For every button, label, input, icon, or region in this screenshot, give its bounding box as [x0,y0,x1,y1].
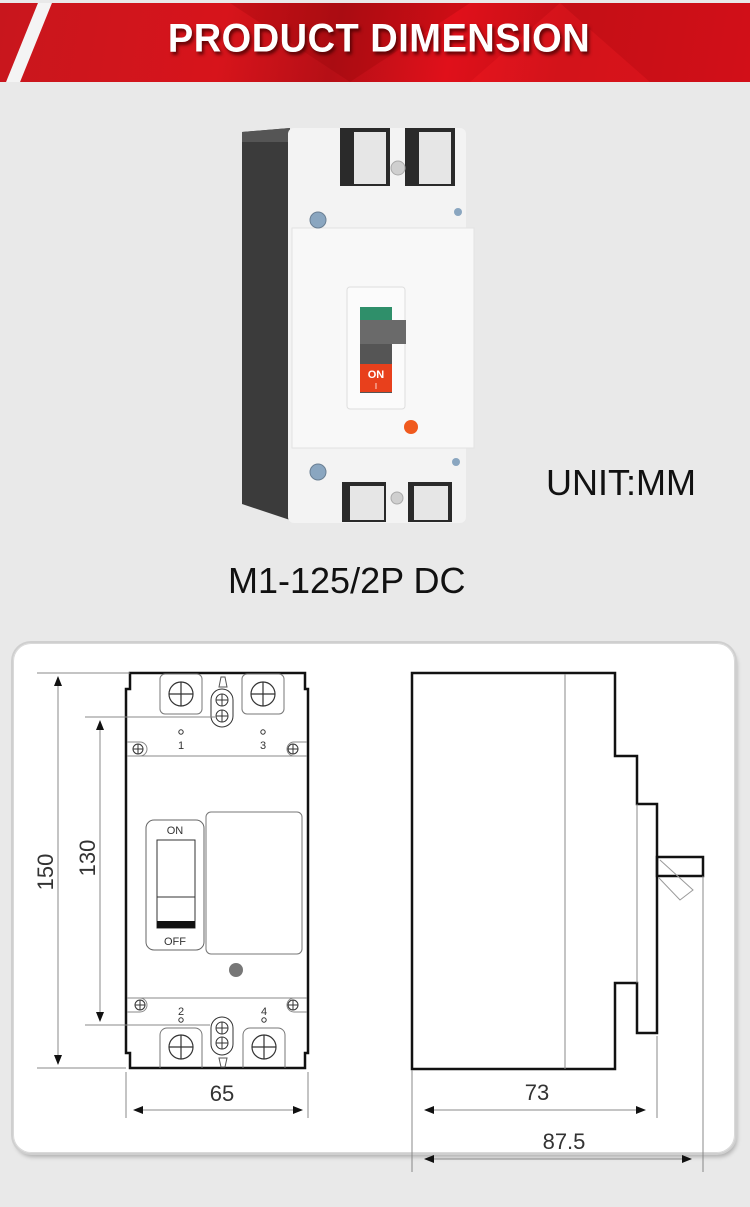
dim-depth-body: 73 [525,1080,549,1105]
banner-facet [470,3,650,82]
switch-on-label: ON [368,369,385,381]
unit-label: UNIT:MM [546,462,696,503]
dim-height-total: 150 [33,854,58,891]
dim-depth-total: 87.5 [543,1129,586,1154]
header-banner: PRODUCT DIMENSION [0,3,750,82]
side-dimensions: 73 87.5 [411,1036,704,1172]
front-view: 1 3 ON OFF 2 4 [124,671,310,1070]
switch-sub-label: I [375,382,377,391]
switch-handle [360,364,392,392]
dim-height-mounting: 130 [75,840,100,877]
terminal-label-2: 2 [178,1006,184,1018]
indicator-light [404,420,418,434]
dim-width: 65 [210,1081,234,1106]
model-label: M1-125/2P DC [228,560,466,601]
product-photo: ON I [242,128,475,523]
banner-title: PRODUCT DIMENSION [167,16,591,62]
side-view [410,671,705,1118]
switch-on-text: ON [167,825,184,837]
terminal-label-4: 4 [261,1006,267,1018]
terminal-label-3: 3 [260,740,266,752]
banner-facet [230,3,470,82]
terminal-label-1: 1 [178,740,184,752]
front-dimensions: 150 130 65 [33,672,309,1118]
switch-off-text: OFF [164,936,186,948]
